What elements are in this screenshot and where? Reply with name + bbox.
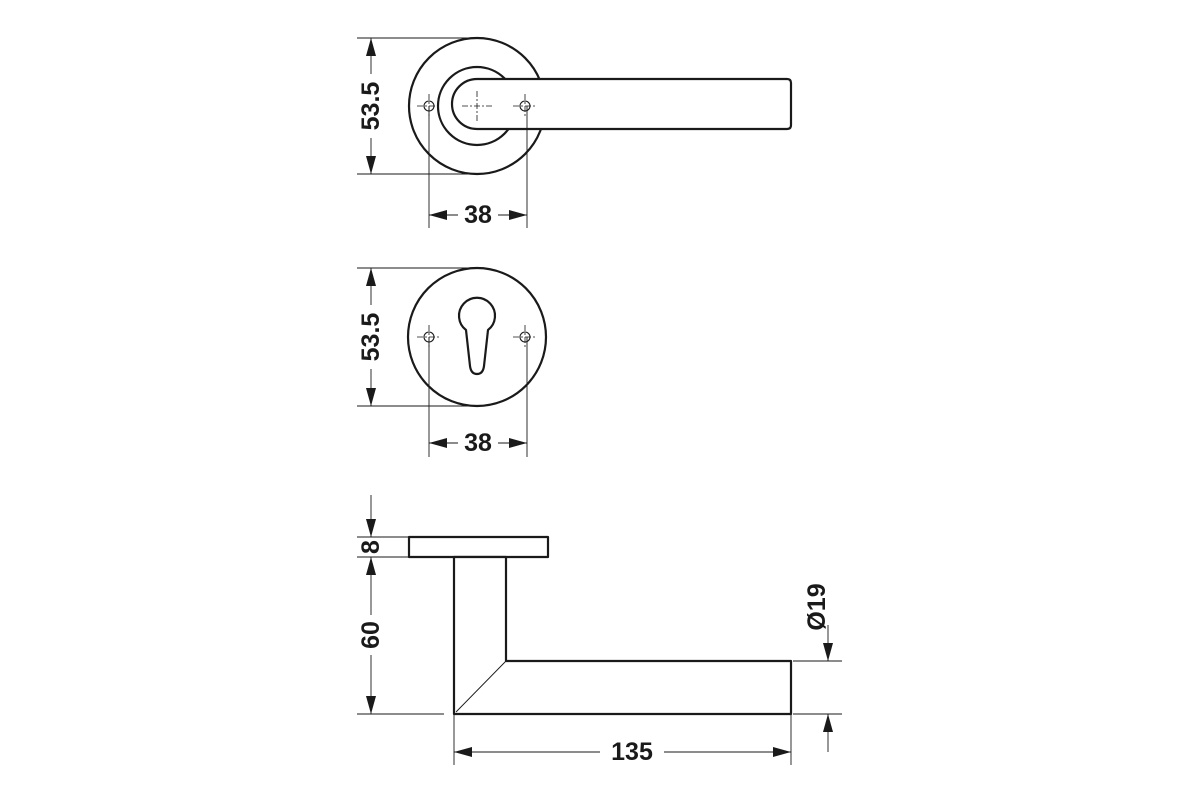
arrow-head [454,747,472,757]
keyhole-profile [457,296,497,376]
arrow-head [366,156,376,174]
dimension-label-lever-projection: 60 [357,621,385,649]
dimension-label-lever-rose-height: 53.5 [357,82,385,131]
dimension-text-mask [358,74,384,138]
arrow-head [429,210,447,220]
lever-bend-edge [455,660,507,713]
dimension-text-mask [358,615,384,655]
arrow-head [366,388,376,406]
dimension-label-lever-hole-spacing: 38 [464,201,492,229]
arrow-head [429,438,447,448]
dimension-text-mask [358,305,384,369]
dimension-text-mask [458,429,498,457]
lever-side-view: 8 60 Ø19 135 [357,495,842,767]
arrow-head [366,696,376,714]
arrow-head [823,643,833,661]
dimension-text-mask [458,201,498,229]
escutcheon-front-view: 53.5 38 [357,266,548,457]
dimension-label-lever-diameter: Ø19 [803,583,831,630]
dimension-label-lever-length: 135 [611,738,653,766]
rose-side-profile [407,535,550,559]
arrow-head [773,747,791,757]
lever-side-profile [452,555,793,716]
arrow-head [509,210,527,220]
arrow-head [366,268,376,286]
lever-front-view: 53.5 38 [357,36,793,229]
dimension-label-key-rose-height: 53.5 [357,313,385,362]
arrow-head [366,38,376,56]
arrow-head [509,438,527,448]
lever-handle-outline [450,77,793,131]
dimension-label-key-hole-spacing: 38 [464,429,492,457]
arrow-head [823,714,833,732]
dimension-text-mask [600,737,664,767]
dimension-label-rose-thickness: 8 [357,540,385,554]
arrow-head [366,519,376,537]
